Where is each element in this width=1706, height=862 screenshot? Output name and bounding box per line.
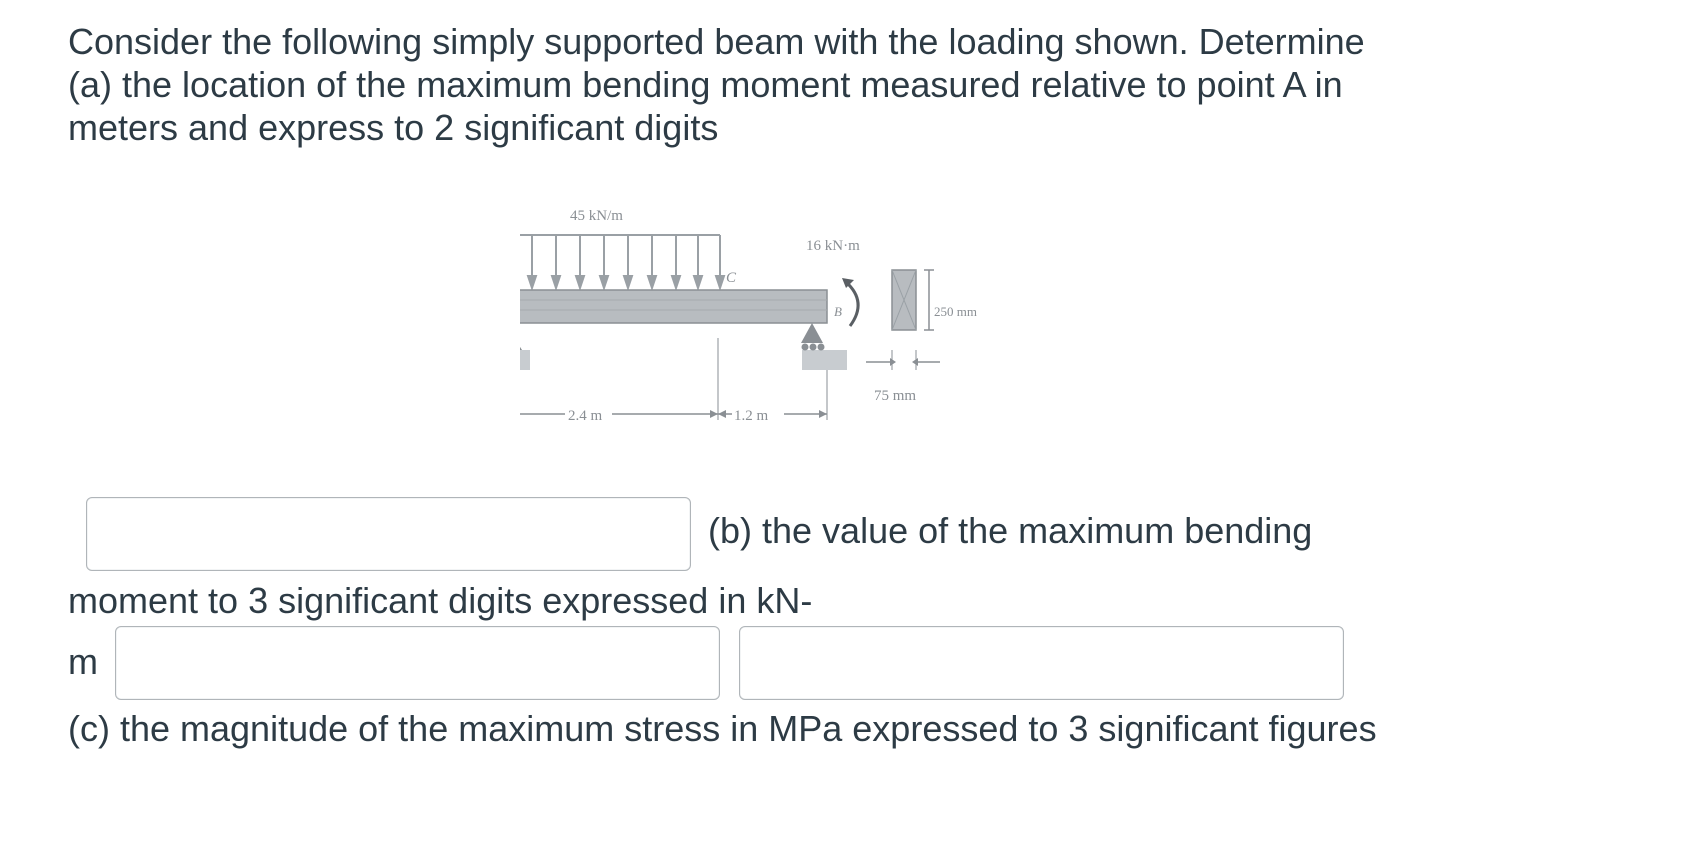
moment-label: 16 kN·m xyxy=(806,238,860,254)
section-width-label: 75 mm xyxy=(874,388,916,404)
distributed-load-label: 45 kN/m xyxy=(570,210,623,224)
dimension-cb-label: 1.2 m xyxy=(734,408,769,424)
part-c-text: (c) the magnitude of the maximum stress … xyxy=(68,708,1377,749)
moment-arrow xyxy=(844,280,860,327)
ground-a xyxy=(480,350,530,370)
answer-b-input[interactable] xyxy=(115,626,720,700)
answer-a-input[interactable] xyxy=(86,497,691,571)
point-b-label: B xyxy=(834,304,842,319)
unit-m-label: m xyxy=(68,641,98,682)
question-line-3: meters and express to 2 significant digi… xyxy=(68,107,719,148)
pin-support-a xyxy=(488,323,522,350)
answer-c-input[interactable] xyxy=(739,626,1344,700)
ground-b xyxy=(802,350,847,370)
part-b-continuation: moment to 3 significant digits expressed… xyxy=(68,580,813,621)
question-line-2: (a) the location of the maximum bending … xyxy=(68,64,1343,105)
roller-support-b xyxy=(801,323,825,351)
part-b-text: (b) the value of the maximum bending xyxy=(708,510,1313,551)
question-line-1: Consider the following simply supported … xyxy=(68,21,1365,62)
load-arrows xyxy=(502,235,726,292)
beam-figure: 45 kN/m C 16 kN·m A B xyxy=(480,208,1040,445)
section-height-label: 250 mm xyxy=(934,304,977,319)
dimension-ac-label: 2.4 m xyxy=(568,408,603,424)
point-c-label: C xyxy=(726,270,737,286)
beam-diagram: 45 kN/m C 16 kN·m A B xyxy=(480,208,977,424)
beam xyxy=(504,289,828,324)
